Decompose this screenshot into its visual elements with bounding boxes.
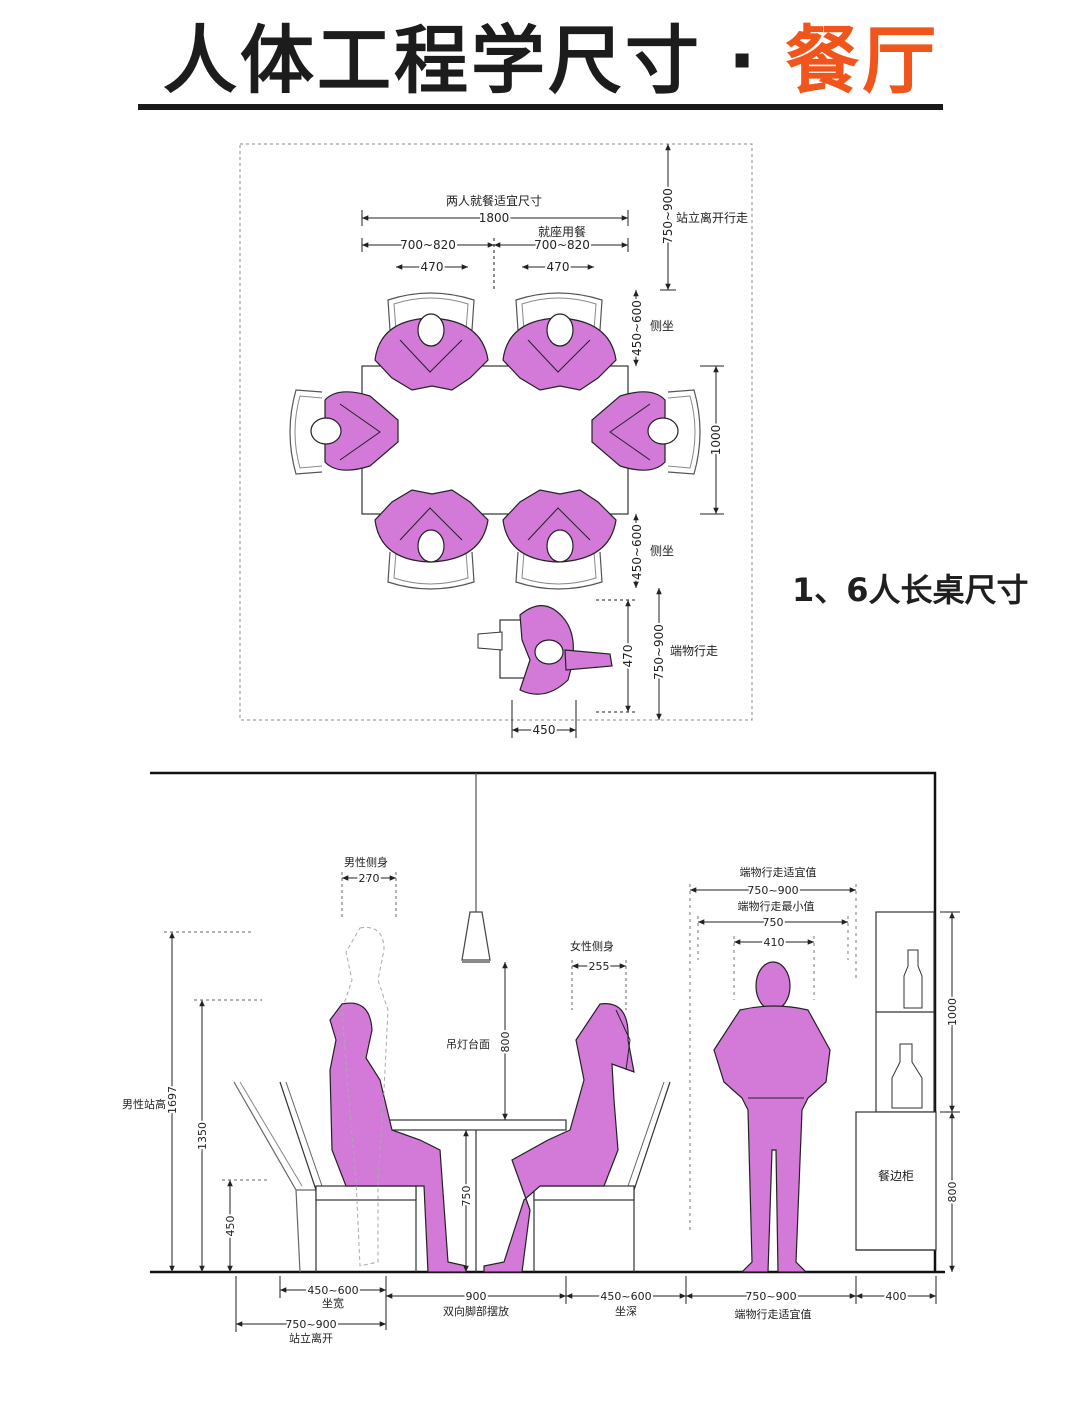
title-separator: ·	[728, 18, 760, 104]
female-side-label: 女性侧身	[570, 939, 614, 953]
dim-chair-width-right: 470	[547, 260, 570, 274]
seat-depth: 450~600	[600, 1290, 651, 1303]
eye-height: 1350	[196, 1122, 209, 1150]
dim-side-seat-label-top: 侧坐	[650, 319, 674, 333]
section-label: 1、6人长桌尺寸	[792, 571, 1029, 609]
dim-serving-width: 450	[533, 723, 556, 737]
chair-end-right	[667, 389, 701, 475]
walk-optimal: 750~900	[745, 1290, 796, 1303]
table-height: 750	[460, 1186, 473, 1207]
cabinet-upper: 1000	[946, 998, 959, 1026]
male-standing-ghost	[341, 926, 389, 1267]
serve-min: 750	[763, 916, 784, 929]
dining-table	[361, 365, 629, 515]
dim-serving-label: 端物行走	[670, 644, 718, 658]
lamp-height: 800	[499, 1032, 512, 1053]
male-side-label: 男性侧身	[344, 855, 388, 869]
person-end-left	[310, 391, 399, 471]
cabinet-lower: 800	[946, 1182, 959, 1203]
dim-side-seat-top: 450~600	[630, 300, 644, 356]
feet-space-label: 双向脚部摆放	[443, 1304, 509, 1318]
dim-standing-clearance: 750~900	[661, 188, 675, 244]
standing-male-figure	[713, 961, 831, 1273]
stand-leave-label: 站立离开	[289, 1331, 333, 1345]
shoulder-width: 410	[764, 936, 785, 949]
title-main: 人体工程学尺寸	[163, 18, 702, 104]
dim-total-width: 1800	[479, 211, 510, 225]
dim-chair-width-left: 470	[421, 260, 444, 274]
serve-optimal: 750~900	[747, 884, 798, 897]
chair-bottom-right	[515, 551, 603, 590]
dim-table-depth: 1000	[709, 425, 723, 456]
sideboard-cabinet	[855, 911, 937, 1251]
dim-side-seat-bottom: 450~600	[630, 524, 644, 580]
title-text: 人体工程学尺寸·餐厅	[163, 24, 939, 98]
dim-two-person-label: 两人就餐适宜尺寸	[446, 193, 542, 208]
dim-side-seat-label-bottom: 侧坐	[650, 544, 674, 558]
person-end-right	[591, 391, 679, 471]
room-outline	[150, 771, 937, 1272]
page-title: 人体工程学尺寸·餐厅	[138, 24, 943, 114]
seat-depth-label: 坐深	[615, 1305, 637, 1318]
title-accent: 餐厅	[785, 18, 940, 104]
dim-serving-clearance: 750~900	[652, 624, 666, 680]
title-underline	[138, 104, 943, 110]
female-side-width: 255	[589, 960, 610, 973]
male-height-label: 男性站高	[122, 1097, 166, 1111]
female-seated-figure	[483, 1003, 635, 1273]
seat-width-label: 坐宽	[322, 1296, 344, 1310]
dim-serving-depth: 470	[621, 645, 635, 668]
serving-person-plan	[477, 605, 613, 695]
person-top-right	[502, 313, 617, 391]
chair-bottom-left	[387, 551, 475, 590]
dim-standing-label: 站立离开行走	[676, 210, 748, 225]
chair-end-left	[289, 389, 323, 475]
cabinet-label: 餐边柜	[878, 1168, 914, 1183]
serve-optimal-label: 端物行走适宜值	[740, 865, 817, 879]
cabinet-depth: 400	[886, 1290, 907, 1303]
dim-seat-width-right: 700~820	[534, 238, 590, 252]
plan-frame	[239, 143, 753, 721]
serve-min-label: 端物行走最小值	[738, 899, 815, 913]
male-height: 1697	[166, 1086, 179, 1114]
seat-height: 450	[224, 1216, 237, 1237]
seat-width: 450~600	[307, 1284, 358, 1297]
person-top-left	[374, 313, 489, 391]
lamp-label: 吊灯台面	[446, 1037, 490, 1051]
chair-elevation-right	[533, 1081, 671, 1272]
walk-optimal-label: 端物行走适宜值	[735, 1307, 812, 1321]
male-seated-figure	[329, 1002, 467, 1273]
pendant-lamp	[461, 773, 491, 963]
dim-dining-label: 就座用餐	[538, 224, 586, 239]
person-bottom-right	[502, 489, 617, 563]
dim-seat-width-left: 700~820	[400, 238, 456, 252]
male-side-width: 270	[359, 872, 380, 885]
person-bottom-left	[374, 489, 489, 563]
feet-space: 900	[466, 1290, 487, 1303]
stand-leave: 750~900	[285, 1318, 336, 1331]
